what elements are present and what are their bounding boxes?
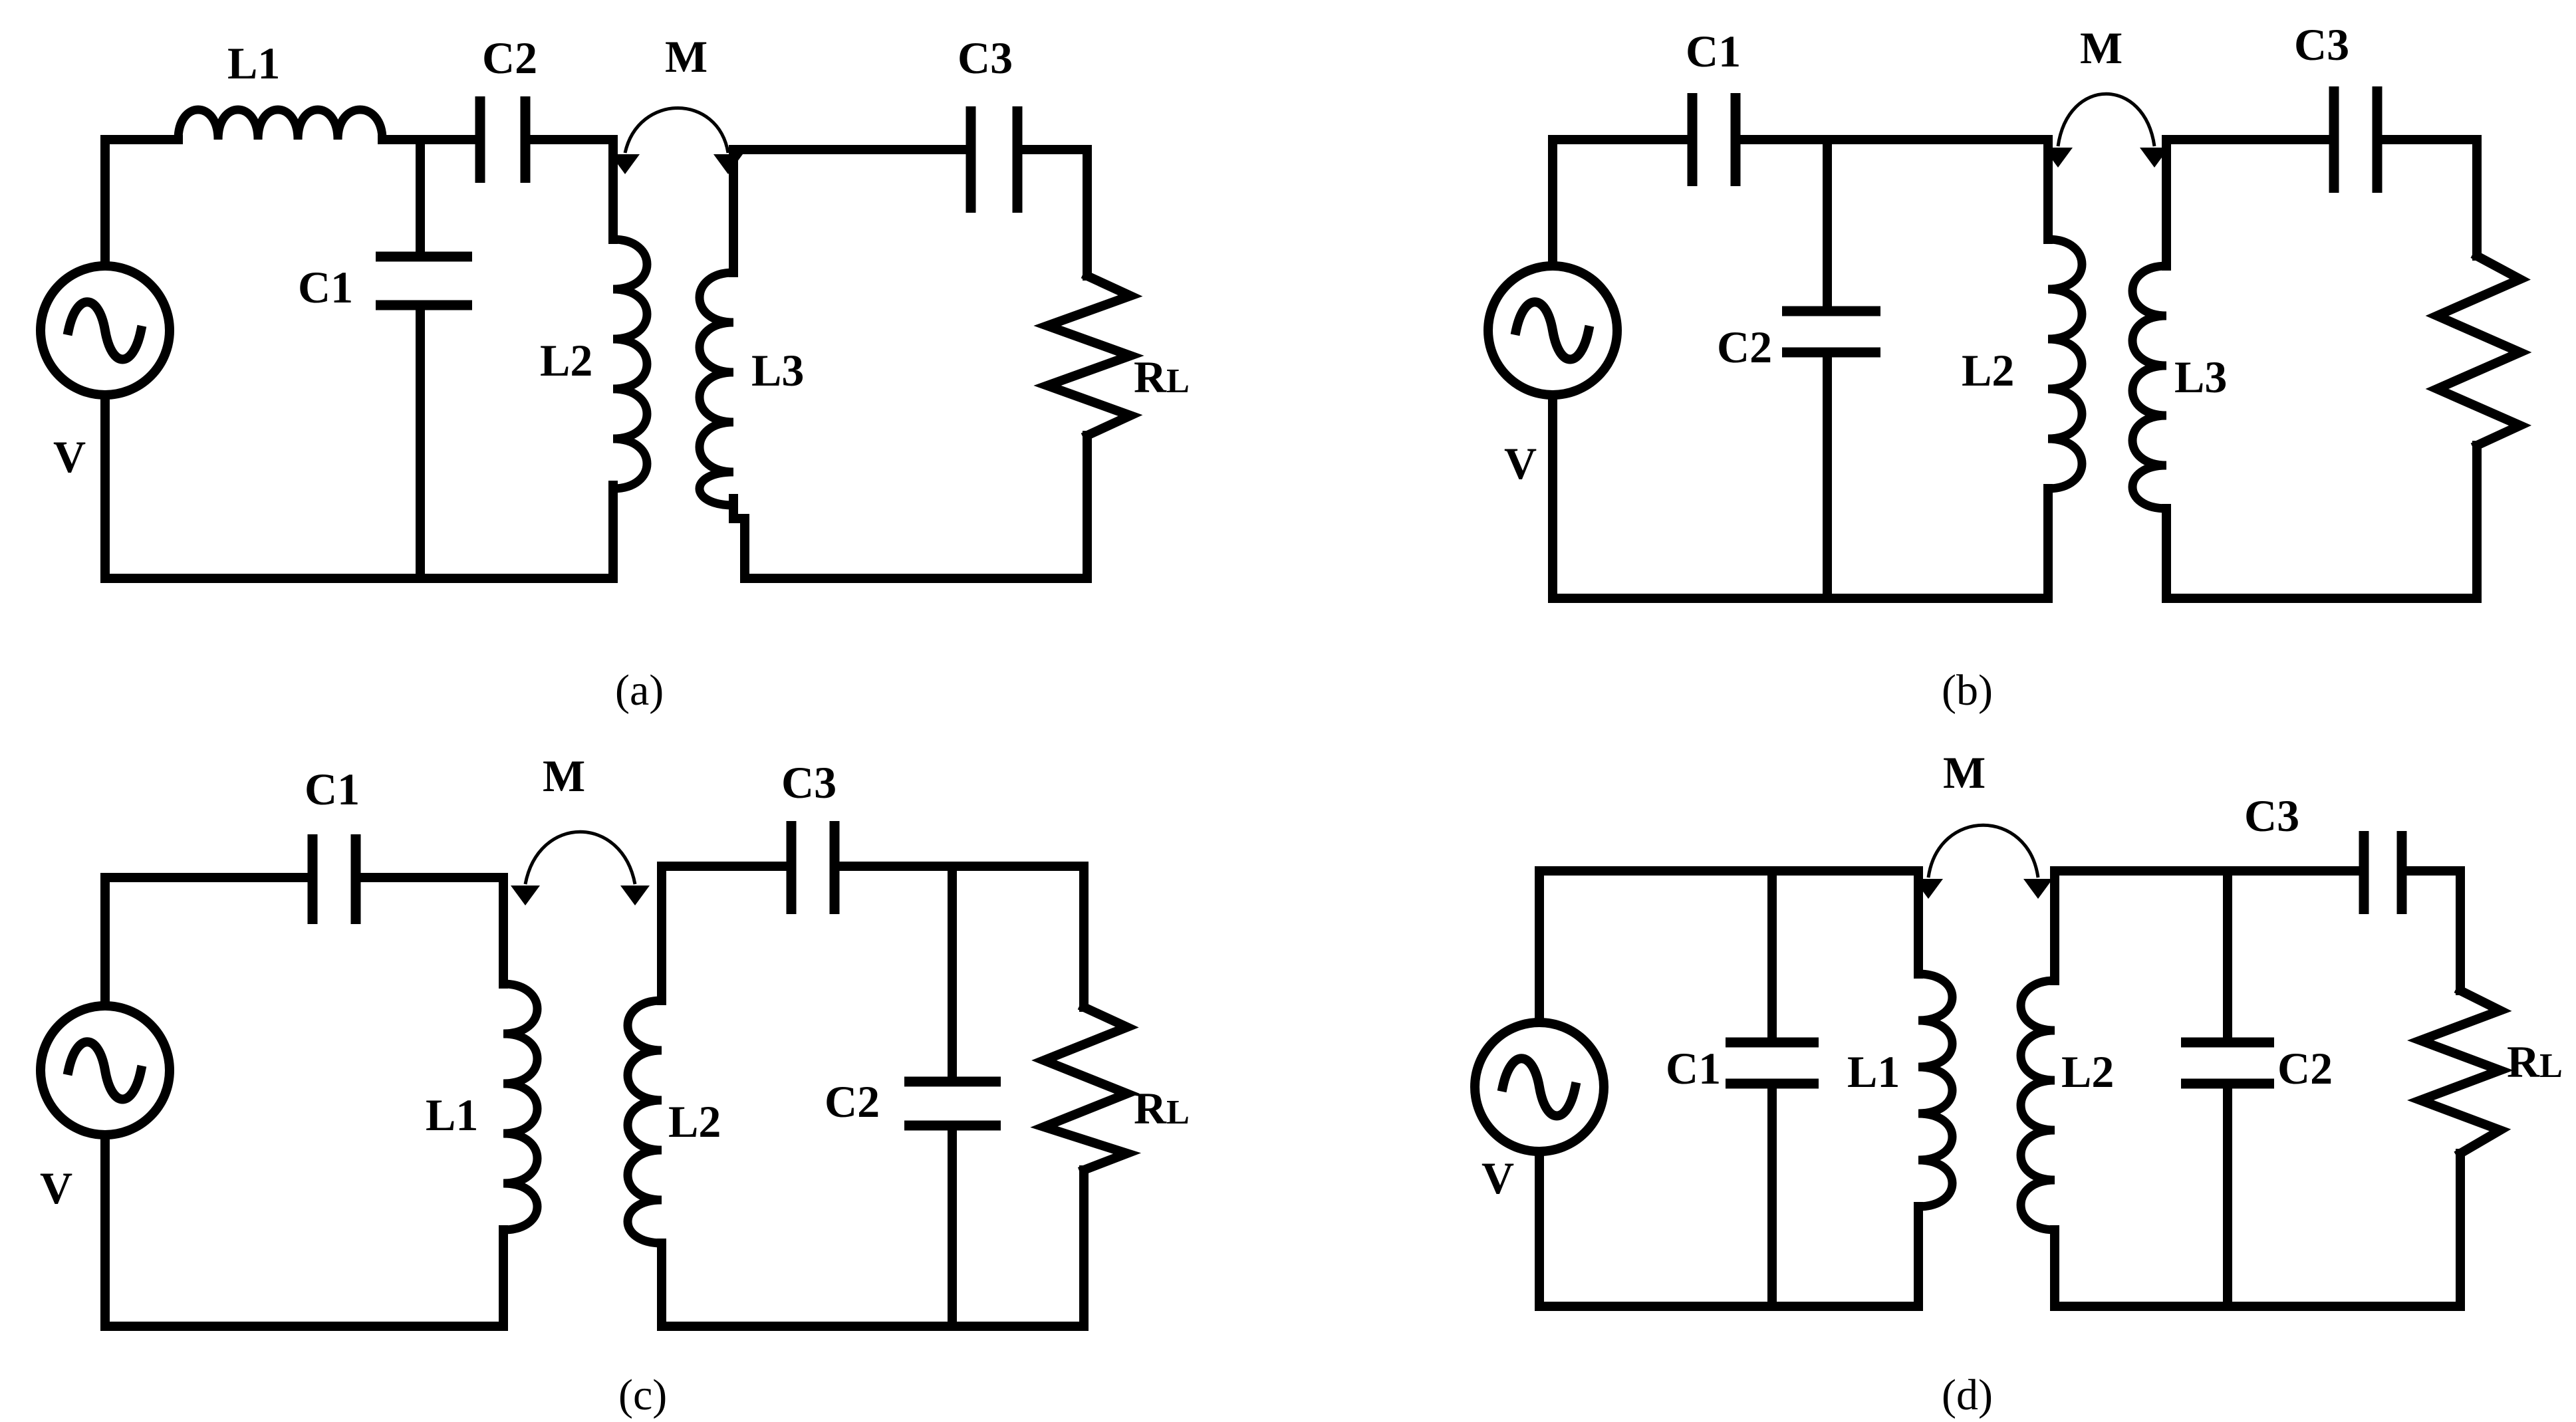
label-a-l3: L3 [751,345,804,396]
label-b-c3: C3 [2294,19,2349,70]
panel-b-mutual-arrow [2043,92,2169,168]
label-a-l1: L1 [227,38,280,88]
panel-b-capacitor-c1 [1687,93,1741,186]
label-a-rl-sub: L [1166,362,1190,400]
label-b-c2: C2 [1717,322,1772,372]
panel-a-capacitor-c1 [376,251,472,310]
panel-b-source [1483,261,1622,400]
label-c-v: V [40,1163,72,1213]
panel-d-capacitor-c2 [2181,1037,2274,1089]
label-d-rl: RL [2507,1036,2563,1087]
label-a-m: M [665,31,708,82]
caption-a: (a) [615,666,664,715]
panel-a-resistor-rl [1033,269,1144,442]
panel-c-wires [100,862,1089,1331]
label-a-rl-main: R [1134,352,1167,402]
caption-b: (b) [1942,666,1993,715]
panel-c-capacitor-c1 [307,834,361,924]
panel-d-mutual-arrow [1914,823,2053,899]
label-c-c3: C3 [781,757,837,808]
label-c-rl-sub: L [1166,1094,1190,1131]
label-a-rl: RL [1134,352,1190,402]
label-d-rl-sub: L [2539,1047,2563,1085]
panel-a-wires [100,135,1092,583]
label-a-l2: L2 [540,335,592,386]
panel-b-capacitor-c2 [1782,306,1880,358]
label-c-m: M [543,751,585,801]
label-d-l2: L2 [2061,1046,2114,1097]
panel-a-capacitor-c3 [966,106,1023,213]
label-d-c2: C2 [2277,1043,2333,1094]
panel-c-inductor-l1 [499,979,542,1235]
label-d-l1: L1 [1847,1046,1900,1097]
panel-d-resistor-rl [2407,984,2513,1160]
panel-d-inductor-l1 [1914,969,1957,1211]
label-d-c3: C3 [2244,790,2299,841]
panel-a-mutual-arrow [610,106,743,174]
caption-d: (d) [1942,1371,1993,1419]
label-c-l1: L1 [426,1090,478,1140]
panel-d-capacitor-c1 [1726,1037,1819,1089]
panel-c-capacitor-c2 [904,1076,1001,1131]
label-d-rl-main: R [2507,1036,2540,1087]
label-c-c2: C2 [825,1076,880,1127]
panel-b: C1 M C3 C2 L2 L3 V (b) [1483,19,2532,715]
panel-d-source [1470,1018,1609,1156]
panel-c-capacitor-c3 [786,821,840,914]
label-d-v: V [1481,1153,1514,1203]
panel-b-resistor [2425,249,2532,452]
panel-b-wires [1548,135,2482,603]
label-c-l2: L2 [668,1096,721,1147]
panel-b-inductor-l2 [2043,235,2087,493]
panel-a-source [36,261,174,400]
label-b-m: M [2080,23,2123,73]
panel-d-inductor-l2 [2016,976,2059,1235]
caption-c: (c) [618,1371,667,1419]
label-c-rl-main: R [1134,1083,1167,1133]
label-a-v: V [53,431,86,482]
panel-a-inductor-l2 [608,235,652,493]
panel-b-capacitor-c3 [2329,86,2383,193]
panel-c-source [36,1001,174,1139]
label-d-c1: C1 [1666,1043,1721,1094]
panel-d-wires [1535,866,2465,1311]
panel-c-inductor-l2 [623,996,666,1248]
panel-a-inductor-l3 [695,268,738,510]
panel-a-capacitor-c2 [475,96,531,183]
label-c-rl: RL [1134,1083,1190,1133]
label-b-v: V [1504,438,1537,489]
panel-c-mutual-arrow [511,830,650,905]
label-b-c1: C1 [1686,26,1741,76]
label-c-c1: C1 [305,764,360,814]
panel-c-resistor-rl [1030,1001,1142,1177]
panel-b-inductor-l3 [2128,261,2171,513]
label-a-c3: C3 [958,33,1013,83]
label-b-l2: L2 [1962,345,2014,396]
panel-d: M C3 C1 L1 L2 C2 RL V (d) [1470,747,2563,1419]
label-a-c2: C2 [482,33,537,83]
label-d-m: M [1943,747,1986,798]
panel-a: L1 C2 M C3 C1 L2 L3 RL V (a) [36,31,1190,715]
panel-d-capacitor-c3 [2359,831,2407,914]
panel-a-inductor-l1 [174,105,387,144]
panel-c: C1 M C3 L1 L2 C2 RL V (c) [36,751,1190,1419]
label-a-c1: C1 [298,262,353,312]
label-b-l3: L3 [2174,352,2227,402]
